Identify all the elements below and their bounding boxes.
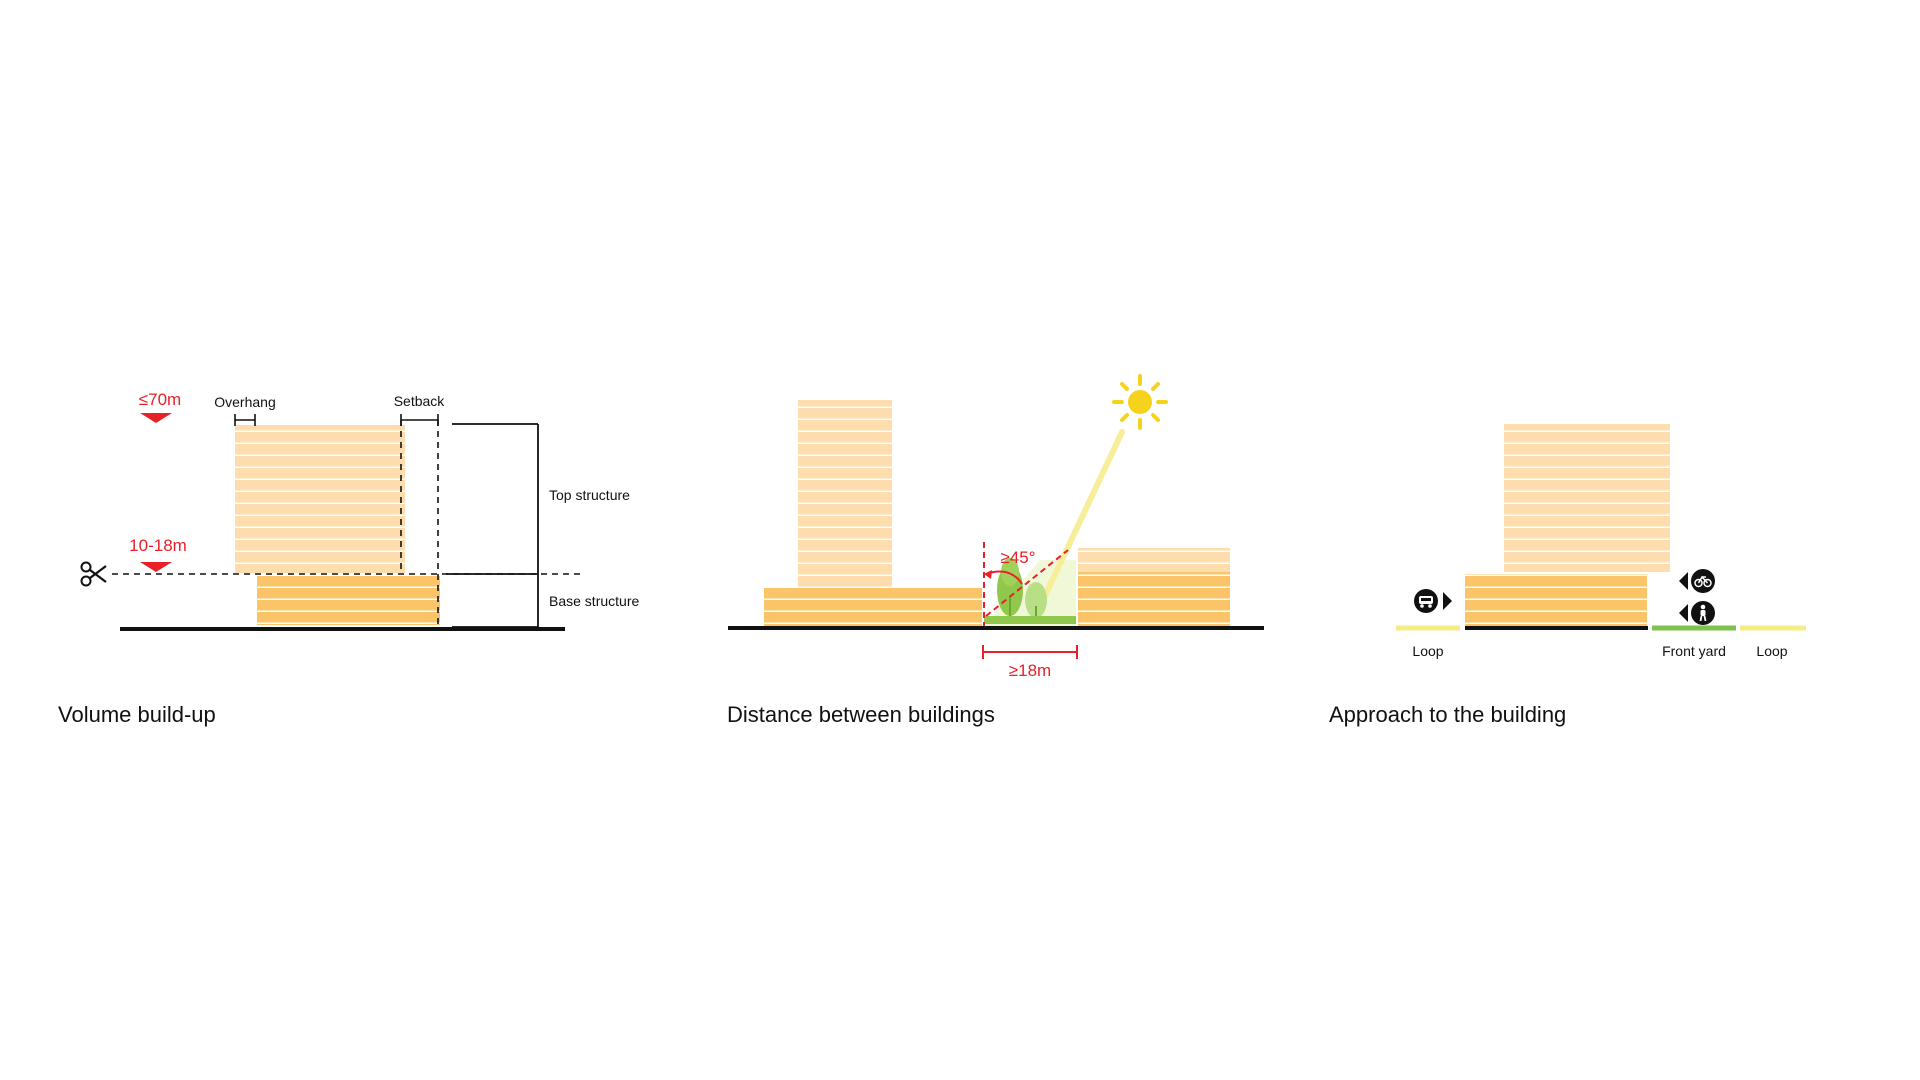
height-base-label: 10-18m	[129, 536, 187, 555]
top-structure-floors	[235, 425, 405, 573]
setback-label: Setback	[394, 393, 446, 409]
overhang-dimension	[234, 414, 256, 426]
approach-panel: Loop Front yard Loop Approach to the bui…	[1329, 424, 1806, 727]
loop-right-label: Loop	[1756, 643, 1787, 659]
approach-top-floors	[1504, 424, 1670, 572]
base-structure-floors	[257, 575, 440, 625]
tower-floors	[798, 400, 892, 588]
distance-panel: ≥45° ≥18m Distance between buildings	[727, 374, 1264, 727]
scissors-icon	[80, 561, 107, 587]
pedestrian-arrow	[1679, 604, 1688, 622]
angle-label: ≥45°	[1000, 548, 1035, 567]
grass-strip	[984, 616, 1076, 624]
height-base-marker	[140, 562, 172, 572]
loop-left-label: Loop	[1412, 643, 1443, 659]
volume-panel: Overhang Setback ≤70m 10-18m Top structu…	[58, 390, 639, 727]
base-structure-label: Base structure	[549, 593, 639, 609]
height-max-marker	[140, 413, 172, 423]
distance-dimension	[982, 645, 1078, 659]
sun-ray	[1041, 429, 1125, 601]
distance-label: ≥18m	[1009, 661, 1051, 680]
approach-title: Approach to the building	[1329, 702, 1566, 727]
car-icon	[1414, 589, 1438, 613]
distance-title: Distance between buildings	[727, 702, 995, 727]
bicycle-icon	[1691, 569, 1715, 593]
volume-title: Volume build-up	[58, 702, 216, 727]
structure-bracket	[446, 423, 539, 628]
overhang-label: Overhang	[214, 394, 275, 410]
car-arrow	[1443, 592, 1452, 610]
setback-dimension	[400, 414, 439, 426]
left-base-floors	[764, 588, 982, 626]
right-base-floors	[1078, 572, 1230, 626]
pedestrian-icon	[1691, 601, 1715, 625]
bike-arrow	[1679, 572, 1688, 590]
sun-icon	[1112, 374, 1168, 430]
approach-base-floors	[1465, 574, 1647, 626]
front-yard-label: Front yard	[1662, 643, 1726, 659]
angle-guide	[985, 549, 1069, 617]
top-structure-label: Top structure	[549, 487, 630, 503]
angle-arrowhead	[984, 570, 992, 579]
height-max-label: ≤70m	[139, 390, 181, 409]
right-top-floors	[1078, 548, 1230, 572]
